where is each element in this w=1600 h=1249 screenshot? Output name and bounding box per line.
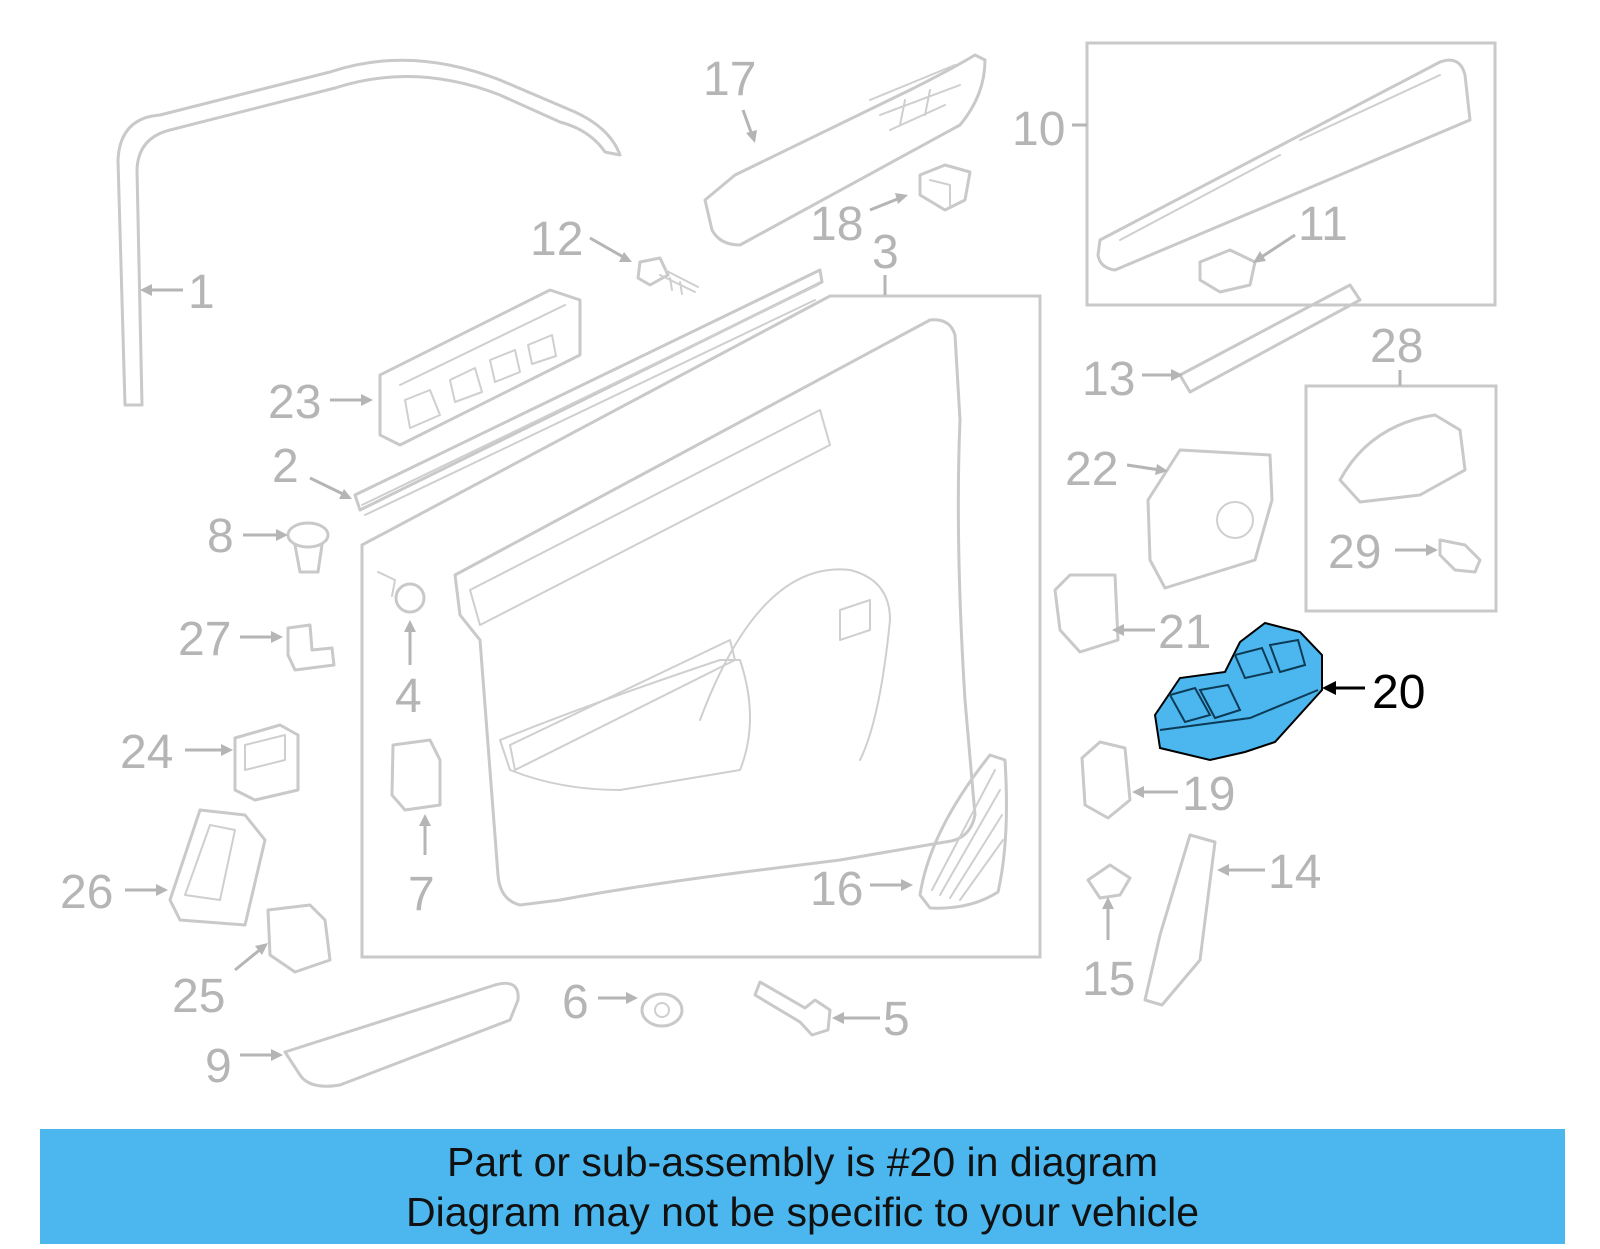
banner-line-1: Part or sub-assembly is #20 in diagram <box>447 1138 1158 1185</box>
part-4-fastener <box>377 571 426 614</box>
callout-arrow-20 <box>1322 681 1365 695</box>
part-16-grille <box>918 753 1008 910</box>
part-1-frame-molding <box>116 58 622 407</box>
callout-arrows <box>125 109 1438 1061</box>
part-7-bracket <box>390 738 442 812</box>
callout-22: 22 <box>1065 443 1118 496</box>
part-10-switch-panel <box>1085 41 1497 307</box>
part-19-switch <box>1080 740 1132 820</box>
callout-25: 25 <box>172 970 225 1023</box>
part-29-bolt <box>1438 538 1482 574</box>
callout-18: 18 <box>810 198 863 251</box>
part-27-clip <box>286 623 336 672</box>
callout-21: 21 <box>1158 606 1211 659</box>
part-13-strip <box>1178 283 1362 394</box>
part-3-door-panel <box>360 294 1042 959</box>
callout-8: 8 <box>207 510 234 563</box>
part-17-trim <box>703 53 987 247</box>
callout-19: 19 <box>1182 768 1235 821</box>
callout-10: 10 <box>1012 103 1065 156</box>
callout-12: 12 <box>530 213 583 266</box>
callout-27: 27 <box>178 613 231 666</box>
part-21-switch <box>1053 573 1120 654</box>
part-15-clip <box>1086 863 1132 900</box>
part-2-weatherstrip <box>353 268 824 516</box>
callout-5: 5 <box>883 993 910 1046</box>
callout-26: 26 <box>60 866 113 919</box>
part-24-switch <box>233 723 300 802</box>
part-22-mirror-switch <box>1146 448 1274 590</box>
callout-4: 4 <box>395 670 422 723</box>
part-11-clip <box>1198 248 1257 294</box>
callout-14: 14 <box>1268 846 1321 899</box>
banner-line-2: Diagram may not be specific to your vehi… <box>405 1188 1199 1235</box>
callout-28: 28 <box>1370 320 1423 373</box>
callout-labels: 1 2 3 4 5 6 7 8 9 10 11 12 13 14 15 16 1… <box>60 53 1425 1093</box>
part-14-pillar-trim <box>1143 833 1217 1007</box>
callout-23: 23 <box>268 376 321 429</box>
callout-1: 1 <box>188 266 215 319</box>
part-23-switch-bank <box>378 288 582 447</box>
part-18-clip <box>918 163 972 212</box>
callout-15: 15 <box>1082 953 1135 1006</box>
part-20-window-switch-highlighted[interactable] <box>1153 621 1323 762</box>
part-9-sill-trim <box>283 981 520 1088</box>
callout-9: 9 <box>205 1040 232 1093</box>
part-26-handle-bezel <box>168 808 267 927</box>
callout-3: 3 <box>872 226 899 279</box>
part-8-push-pin <box>286 521 330 574</box>
callout-6: 6 <box>562 976 589 1029</box>
callout-11: 11 <box>1298 198 1348 251</box>
callout-20: 20 <box>1372 666 1425 719</box>
callout-17: 17 <box>703 53 756 106</box>
callout-24: 24 <box>120 726 173 779</box>
callout-2: 2 <box>272 440 299 493</box>
callout-29: 29 <box>1328 526 1381 579</box>
info-banner: Part or sub-assembly is #20 in diagram D… <box>40 1129 1565 1244</box>
part-25-switch <box>266 903 332 974</box>
callout-16: 16 <box>810 863 863 916</box>
part-6-clip <box>640 992 684 1028</box>
part-5-bolt <box>753 980 832 1037</box>
callout-13: 13 <box>1082 353 1135 406</box>
callout-7: 7 <box>408 868 435 921</box>
part-12-screw <box>636 256 699 295</box>
